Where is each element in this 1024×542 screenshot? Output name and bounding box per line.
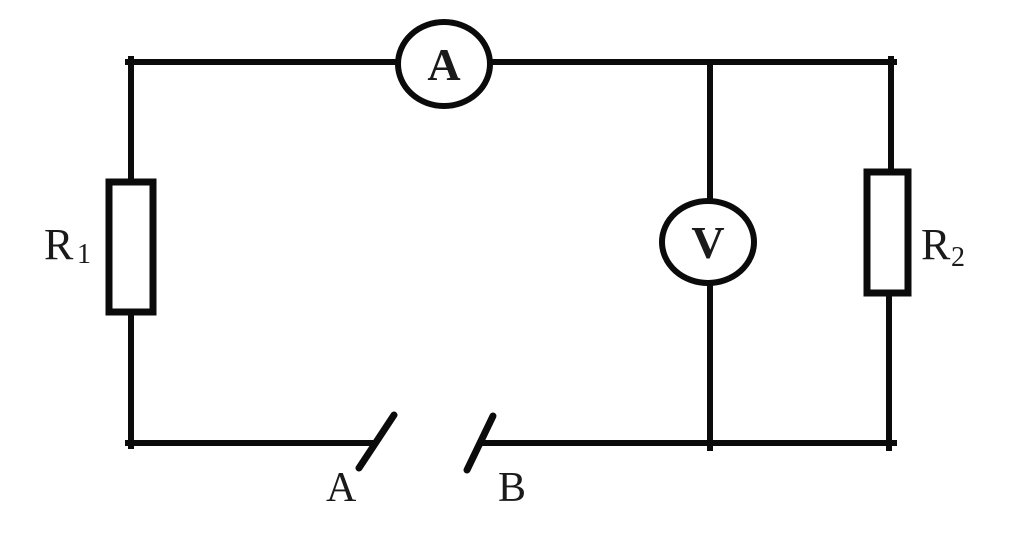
ammeter-label: A <box>427 39 460 90</box>
resistor-r2-body <box>863 168 912 297</box>
ammeter-icon <box>395 19 493 109</box>
resistor-r1-label-sub: 1 <box>77 239 91 270</box>
resistor-r2-label: R 2 <box>921 220 965 273</box>
resistor-r1-label-base: R <box>44 220 74 269</box>
resistor-r1-body <box>105 178 157 316</box>
resistor-r2-label-sub: 2 <box>951 242 965 273</box>
resistor-r2-label-base: R <box>921 220 951 269</box>
switch-blade-b-icon <box>463 412 497 474</box>
wires <box>125 56 897 451</box>
voltmeter-label: V <box>691 217 724 268</box>
switch-blade-a-icon <box>355 411 398 472</box>
switch-terminal-a-label: A <box>326 465 357 511</box>
voltmeter-icon <box>659 198 757 286</box>
switch-gap <box>355 411 497 474</box>
resistor-r1-label: R 1 <box>44 220 91 270</box>
switch-terminal-b-label: B <box>498 465 526 511</box>
